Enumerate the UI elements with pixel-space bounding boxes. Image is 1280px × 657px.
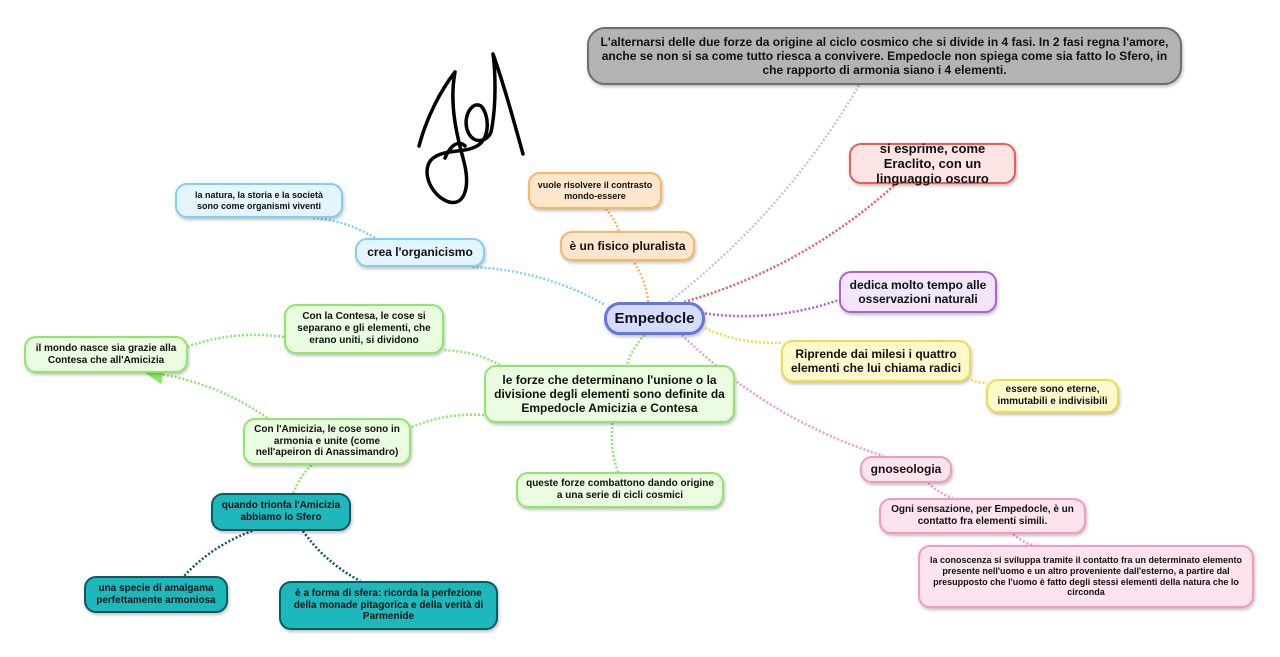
radici-node[interactable]: Riprende dai milesi i quattro elementi c… <box>781 340 971 382</box>
forma-sfera-text: è a forma di sfera: ricorda la perfezion… <box>293 587 484 623</box>
empedocle-central-text: Empedocle <box>614 309 695 327</box>
ciclo-cosmico-text: L'alternarsi delle due forze da origine … <box>600 34 1169 78</box>
connector-central-osservazioni <box>704 298 840 318</box>
amicizia-text: Con l'Amicizia, le cose sono in armonia … <box>254 423 400 459</box>
mondo-nasce-node[interactable]: il mondo nasce sia grazie alla Contesa c… <box>24 336 188 373</box>
mondo-nasce-text: il mondo nasce sia grazie alla Contesa c… <box>35 342 177 366</box>
cicli-cosmici-node[interactable]: queste forze combattono dando origine a … <box>516 472 724 508</box>
contesa-node[interactable]: Con la Contesa, le cose si separano e gl… <box>284 304 444 354</box>
connector-sfero-forma_sfera <box>301 530 361 583</box>
fisico-pluralista-node[interactable]: è un fisico pluralista <box>560 231 695 261</box>
ciclo-cosmico-node[interactable]: L'alternarsi delle due forze da origine … <box>587 27 1182 85</box>
connector-central-radici <box>704 327 782 345</box>
sensazione-node[interactable]: Ogni sensazione, per Empedocle, è un con… <box>879 498 1086 534</box>
empedocle-central-node[interactable]: Empedocle <box>604 302 705 335</box>
linguaggio-oscuro-text: si esprime, come Eraclito, con un lingua… <box>876 140 989 187</box>
connector-central-linguaggio <box>683 183 897 304</box>
fisico-pluralista-text: è un fisico pluralista <box>569 238 686 253</box>
connector-forze-cicli <box>610 422 620 473</box>
amicizia-node[interactable]: Con l'Amicizia, le cose sono in armonia … <box>243 418 411 465</box>
organismi-viventi-text: la natura, la storia e la società sono c… <box>194 189 324 211</box>
contesa-text: Con la Contesa, le cose si separano e gl… <box>297 311 431 346</box>
amicizia-contesa-text: le forze che determinano l'unione o la d… <box>494 372 725 416</box>
gnoseologia-text: gnoseologia <box>870 462 942 477</box>
elementi-eterni-text: essere sono eterne, immutabili e indivis… <box>997 384 1108 407</box>
contrasto-mondo-essere-node[interactable]: vuole risolvere il contrasto mondo-esser… <box>528 172 662 209</box>
amalgama-text: una specie di amalgama perfettamente arm… <box>96 582 216 606</box>
connector-sensazione-conoscenza <box>1012 533 1033 547</box>
connector-forze-contesa <box>443 348 501 367</box>
connector-gnoseologia-sensazione <box>927 482 954 500</box>
connector-central-fisico <box>632 260 650 303</box>
organicismo-text: crea l'organicismo <box>367 245 473 260</box>
gnoseologia-node[interactable]: gnoseologia <box>860 456 952 483</box>
connector-organicismo-natura_storia <box>313 216 376 240</box>
signature-scribble <box>417 52 525 205</box>
conoscenza-text: la conoscenza si sviluppa tramite il con… <box>929 555 1243 598</box>
connector-fisico-contrasto <box>604 208 620 232</box>
osservazioni-naturali-text: dedica molto tempo alle osservazioni nat… <box>849 277 987 306</box>
connector-contesa-mondo_nasce <box>187 333 285 348</box>
conoscenza-node[interactable]: la conoscenza si sviluppa tramite il con… <box>918 545 1254 608</box>
elementi-eterni-node[interactable]: essere sono eterne, immutabili e indivis… <box>986 379 1119 413</box>
sensazione-text: Ogni sensazione, per Empedocle, è un con… <box>891 504 1074 527</box>
forma-sfera-node[interactable]: è a forma di sfera: ricorda la perfezion… <box>279 581 498 630</box>
amalgama-node[interactable]: una specie di amalgama perfettamente arm… <box>84 576 228 613</box>
connector-central-ciclo_cosmico <box>668 84 861 303</box>
sfero-node[interactable]: quando trionfa l'Amicizia abbiamo lo Sfe… <box>211 493 351 531</box>
radici-text: Riprende dai milesi i quattro elementi c… <box>790 346 962 375</box>
connector-amicizia-sfero <box>292 464 313 494</box>
organismi-viventi-node[interactable]: la natura, la storia e la società sono c… <box>175 183 343 218</box>
osservazioni-naturali-node[interactable]: dedica molto tempo alle osservazioni nat… <box>839 271 997 313</box>
connector-amicizia-mondo_nasce <box>143 364 269 420</box>
linguaggio-oscuro-node[interactable]: si esprime, come Eraclito, con un lingua… <box>849 140 1016 187</box>
connector-forze-amicizia <box>410 413 485 429</box>
cicli-cosmici-text: queste forze combattono dando origine a … <box>526 478 714 501</box>
connector-central-organicismo <box>471 265 605 306</box>
sfero-text: quando trionfa l'Amicizia abbiamo lo Sfe… <box>221 500 341 523</box>
connector-radici-eterne <box>970 378 987 385</box>
contrasto-mondo-essere-text: vuole risolvere il contrasto mondo-esser… <box>537 179 653 201</box>
amicizia-contesa-node[interactable]: le forze che determinano l'unione o la d… <box>484 365 735 423</box>
connector-central-forze <box>625 334 646 366</box>
organicismo-node[interactable]: crea l'organicismo <box>355 238 485 267</box>
connector-sfero-amalgama <box>183 529 253 577</box>
